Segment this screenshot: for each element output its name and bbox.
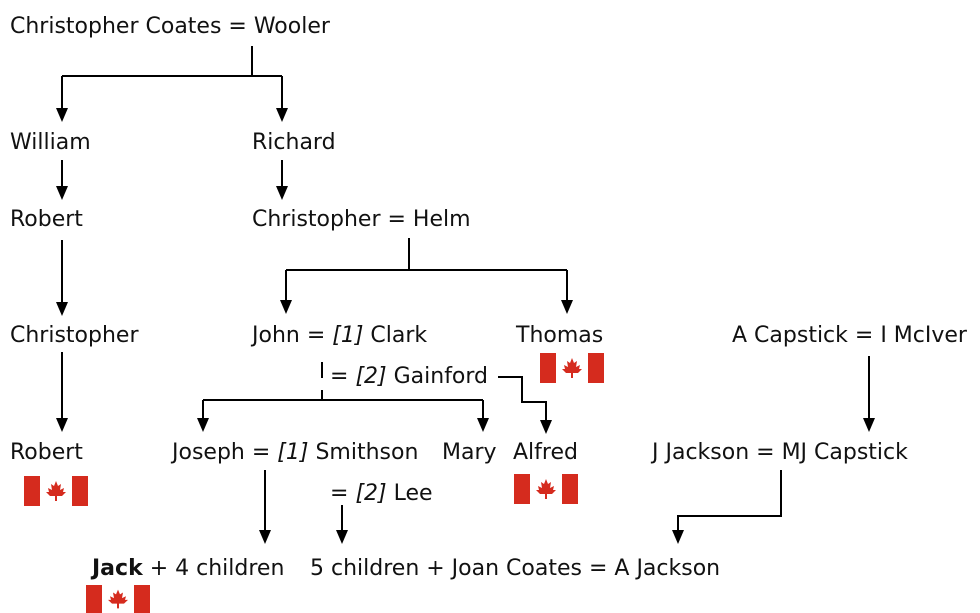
joan-coates-couple: + Joan Coates = A Jackson	[419, 556, 721, 581]
connector-helm-children	[285, 238, 568, 310]
john-clark-couple: John = [1] Clark	[252, 322, 427, 350]
jackson-capstick-couple: J Jackson = MJ Capstick	[652, 439, 908, 467]
person-robert-2: Robert	[10, 440, 83, 465]
person-christopher: Christopher	[252, 207, 381, 232]
arrow-richard	[276, 108, 288, 122]
root-couple: Christopher Coates = Wooler	[10, 13, 330, 41]
arrow-christopher2	[56, 302, 68, 316]
connector-jackson-joan	[677, 470, 782, 540]
person-richard: Richard	[252, 130, 336, 155]
marriage-sign: =	[299, 323, 333, 348]
arrow-robert2	[56, 418, 68, 432]
marriage-sign: =	[749, 440, 782, 465]
person-jack: Jack	[92, 556, 143, 581]
marriage-marker: [2]	[355, 364, 387, 389]
person-christopher-2: Christopher	[10, 323, 139, 348]
jack-siblings: + 4 children	[142, 556, 285, 581]
person-alfred: Alfred	[513, 440, 578, 465]
arrow-thomas	[561, 300, 573, 314]
arrow-christopher-helm	[276, 186, 288, 200]
bottom-right-group: 5 children + Joan Coates = A Jackson	[310, 555, 720, 583]
marriage-sign: =	[330, 481, 356, 506]
person-mj-capstick: MJ Capstick	[781, 440, 908, 465]
arrow-alfred	[540, 420, 552, 434]
marriage-sign: =	[380, 207, 413, 232]
five-children: 5 children	[310, 556, 420, 581]
arrow-william	[56, 108, 68, 122]
marriage-marker: [1]	[332, 323, 364, 348]
person-mary: Mary	[442, 440, 497, 465]
person-gainford: Gainford	[386, 364, 489, 389]
person-smithson: Smithson	[308, 440, 419, 465]
person-thomas: Thomas	[516, 323, 604, 348]
canada-flag-icon	[540, 353, 604, 383]
arrow-jack	[259, 530, 271, 544]
connector-gainford-alfred	[498, 376, 547, 430]
person-lee: Lee	[386, 481, 433, 506]
canada-flag-icon	[86, 585, 150, 613]
arrow-robert1	[56, 186, 68, 200]
marriage-sign: =	[847, 323, 881, 348]
bottom-left-group: Jack + 4 children	[92, 555, 284, 583]
person-clark: Clark	[363, 323, 428, 348]
person-robert-1: Robert	[10, 207, 83, 232]
arrow-john	[280, 300, 292, 314]
connector-john-children	[202, 390, 484, 428]
marriage-marker: [1]	[277, 440, 309, 465]
person-christopher-coates: Christopher Coates	[10, 14, 222, 39]
marriage-sign: =	[330, 364, 356, 389]
person-a-capstick: A Capstick	[732, 323, 848, 348]
person-j-jackson: J Jackson	[652, 440, 750, 465]
gainford-marriage: = [2] Gainford	[330, 363, 488, 391]
person-john: John	[252, 323, 300, 348]
person-i-mciver: I McIver	[880, 323, 967, 348]
marriage-sign: =	[221, 14, 254, 39]
marriage-marker: [2]	[355, 481, 387, 506]
person-helm: Helm	[412, 207, 471, 232]
canada-flag-icon	[514, 474, 578, 504]
canada-flag-icon	[24, 476, 88, 506]
person-william: William	[10, 130, 91, 155]
person-wooler: Wooler	[253, 14, 330, 39]
arrow-five-children	[336, 530, 348, 544]
arrow-joseph	[197, 418, 209, 432]
capstick-mciver-couple: A Capstick = I McIver	[732, 322, 967, 350]
person-joseph: Joseph	[172, 440, 245, 465]
joseph-smithson-couple: Joseph = [1] Smithson	[172, 439, 418, 467]
lee-marriage: = [2] Lee	[330, 480, 433, 508]
connector-root	[61, 46, 283, 118]
arrow-mary	[477, 418, 489, 432]
marriage-sign: =	[244, 440, 278, 465]
arrow-jackson	[863, 418, 875, 432]
christopher-helm-couple: Christopher = Helm	[252, 206, 471, 234]
arrow-joan	[672, 530, 684, 544]
